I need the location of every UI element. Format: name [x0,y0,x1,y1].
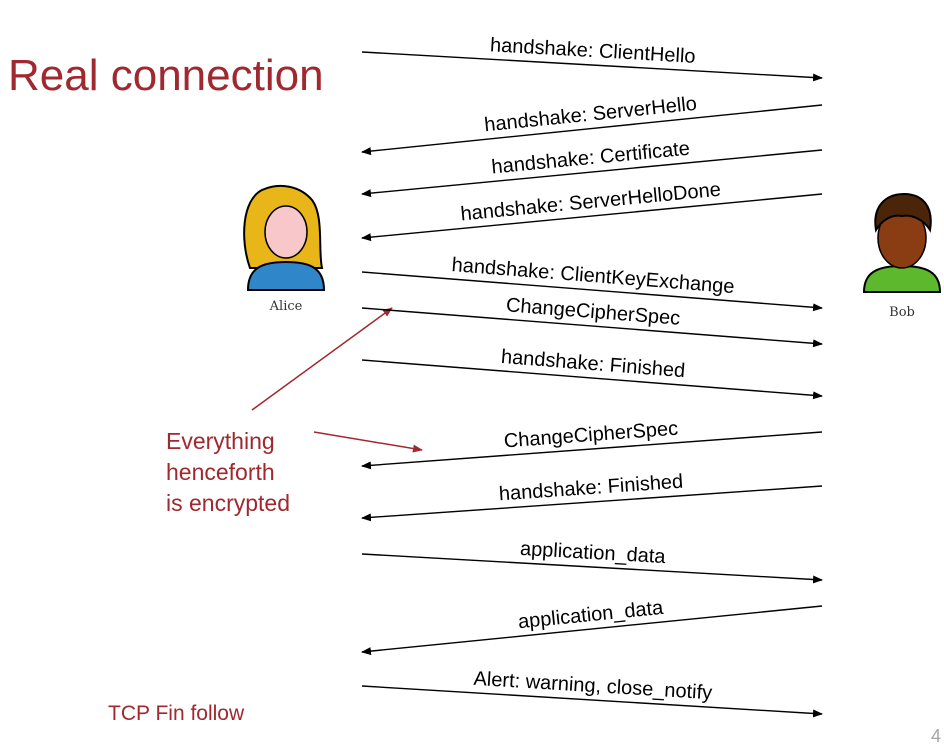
message-arrow [361,553,823,584]
alice-label: Alice [269,299,303,314]
message-arrow [361,431,823,470]
encryption-note-line: henceforth [166,459,275,485]
message: handshake: ServerHello [361,93,823,156]
alice-shirt-icon [246,260,326,291]
bob-avatar: Bob [862,192,942,320]
message-label: handshake: ServerHello [483,93,698,137]
message-label: handshake: ClientHello [489,34,696,68]
message-label: handshake: Finished [500,346,686,382]
message-arrow [361,104,823,156]
message: handshake: Finished [361,471,823,522]
message-label: Alert: warning, close_notify [473,668,713,704]
message-list: handshake: ClientHello handshake: ServerH… [361,34,823,718]
message-arrow [361,149,823,198]
message: handshake: ClientHello [361,34,823,82]
annotation-arrow-right [313,431,423,453]
message: ChangeCipherSpec [361,418,823,470]
slide-title: Real connection [8,51,324,100]
message-arrow [361,359,823,400]
message-arrow [361,307,823,348]
message-label: application_data [517,597,665,633]
encryption-note-line: is encrypted [166,490,291,516]
message-arrow [361,685,823,718]
message-arrow [361,485,823,522]
message: ChangeCipherSpec [361,294,823,348]
message-arrow [361,605,823,656]
bob-hair-icon [874,192,932,233]
encryption-note: Everything henceforth is encrypted [166,426,290,519]
message-label: ChangeCipherSpec [505,294,681,330]
message: handshake: ClientKeyExchange [361,254,823,312]
message-label: handshake: ClientKeyExchange [451,254,735,298]
message: application_data [361,597,823,656]
message: Alert: warning, close_notify [361,668,823,718]
bob-label: Bob [889,305,915,320]
message-label: handshake: ServerHelloDone [460,179,722,226]
message-arrow [361,193,823,242]
message-arrow [361,271,823,312]
message: application_data [361,538,823,584]
page-number: 4 [931,726,942,746]
message: handshake: Certificate [361,138,823,198]
footer-note: TCP Fin follow [108,702,245,725]
alice-avatar: Alice [243,184,326,314]
bob-shirt-icon [862,264,942,293]
message-label: handshake: Finished [498,471,684,506]
message-label: ChangeCipherSpec [503,418,679,453]
message-arrow [361,51,823,82]
annotation-arrow-up [251,307,393,411]
message: handshake: Finished [361,346,823,400]
alice-face-icon [264,205,308,259]
encryption-note-line: Everything [166,428,275,454]
